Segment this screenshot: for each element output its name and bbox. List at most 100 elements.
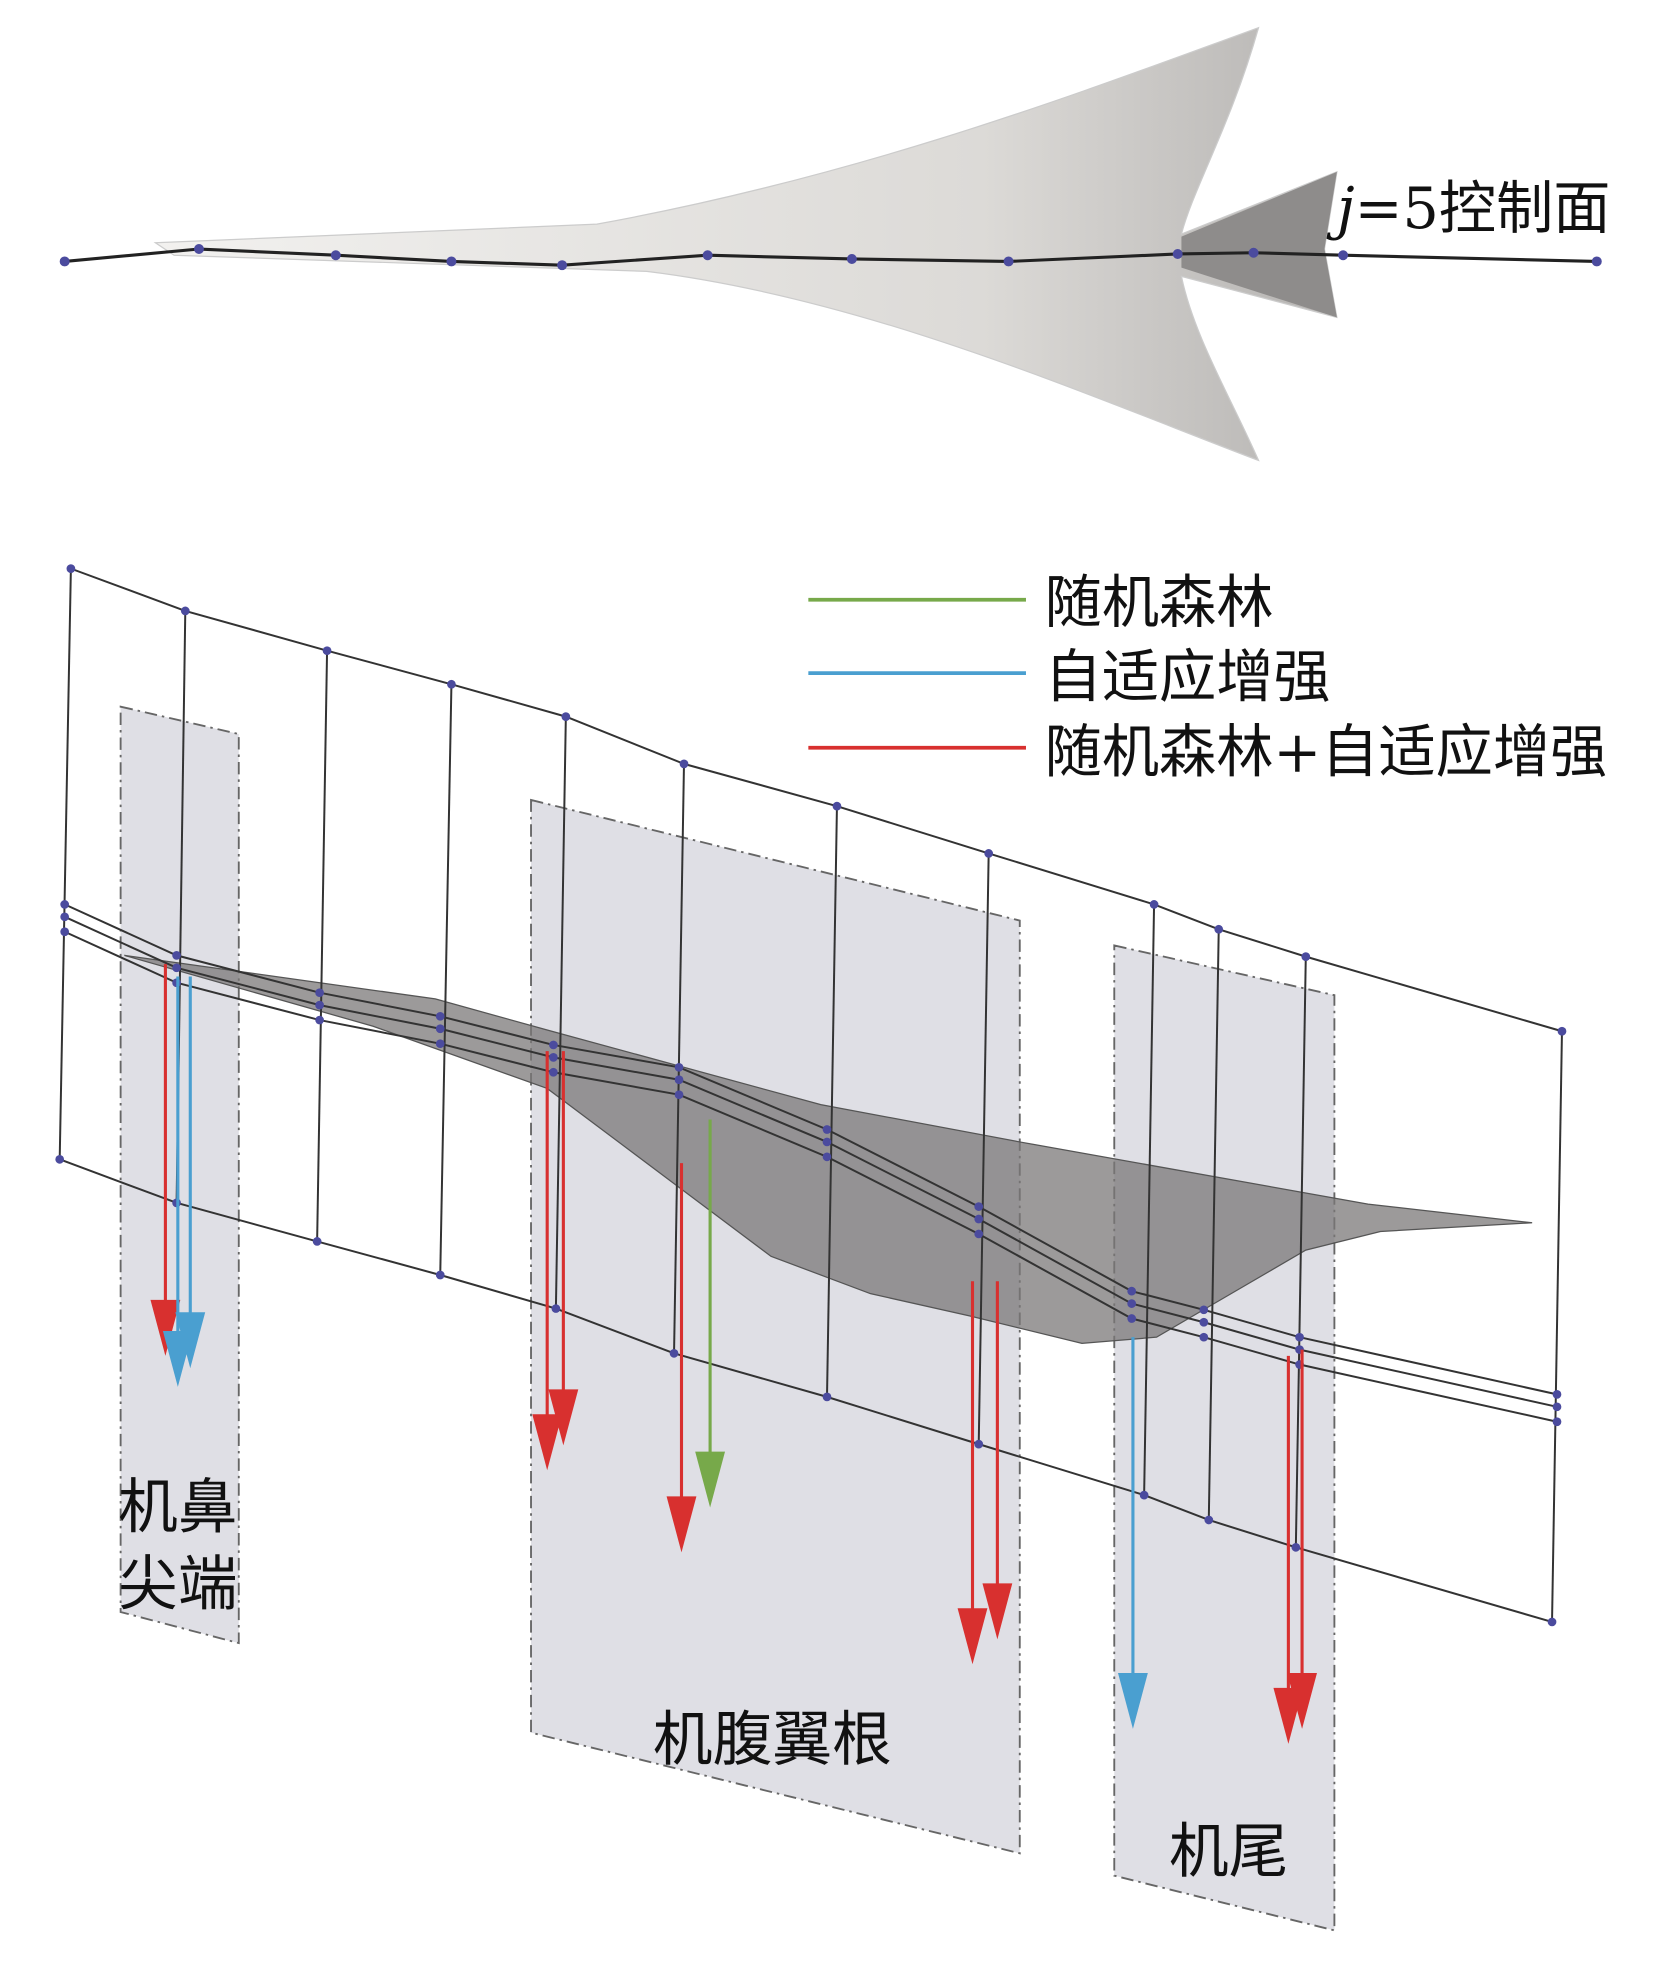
control-point [1552,1390,1562,1399]
control-point [315,1015,324,1025]
control-point [1127,1299,1137,1308]
control-point [1248,247,1259,258]
prediction-arrow-head [150,1299,181,1356]
control-point [330,250,341,261]
lattice-vertical [58,568,72,1160]
lattice-line [64,903,1558,1396]
legend: 随机森林 自适应增强 随机森林+自适应增强 [808,570,1607,785]
control-point [846,253,857,264]
control-point [315,988,324,998]
control-point [549,1040,558,1050]
control-point [1338,250,1349,261]
control-point [669,1348,679,1358]
control-surface-label: j=5控制面 [1326,176,1611,242]
lattice-line [64,915,1558,1408]
control-point [435,1024,445,1034]
control-point [974,1439,984,1449]
legend-label-random-forest: 随机森林 [1045,570,1274,636]
control-point [194,244,204,254]
control-point [1127,1314,1137,1323]
aircraft-planform [153,26,1338,462]
control-point [446,256,457,267]
control-point [60,900,70,909]
control-point [312,1237,322,1246]
control-point [549,1053,558,1062]
lattice-vertical [554,716,567,1309]
control-point [984,849,994,858]
prediction-arrow-head [957,1608,988,1665]
control-point [322,646,332,656]
control-point [561,712,571,721]
control-point [1149,900,1159,909]
prediction-arrow-head [1287,1672,1317,1729]
control-point [974,1214,984,1224]
prediction-arrows [150,964,1317,1744]
control-point [172,963,181,973]
control-point [447,679,456,689]
control-point [974,1229,984,1239]
control-point [435,1011,445,1021]
control-point [702,250,713,261]
control-line [64,247,1597,267]
control-point [549,1067,558,1077]
control-point [1003,256,1014,267]
control-point [1127,1286,1137,1296]
control-point [55,1154,65,1164]
prediction-arrow-head [1118,1672,1148,1729]
control-point [1139,1490,1149,1500]
control-point [832,801,842,811]
control-point [1204,1515,1214,1525]
control-point [974,1202,984,1211]
prediction-arrow-head [666,1496,697,1553]
control-point [60,912,70,922]
control-point [1547,1617,1557,1627]
top-view-aircraft: j=5控制面 [59,26,1611,462]
lattice-vertical [673,763,685,1354]
control-point [60,927,70,937]
label-nose-1: 机鼻 [118,1473,237,1542]
label-belly-wing-root: 机腹翼根 [653,1706,892,1775]
legend-label-combined: 随机森林+自适应增强 [1045,719,1608,785]
control-point [822,1392,832,1402]
control-point [1199,1317,1209,1327]
control-point [315,1000,324,1010]
control-point [1557,1026,1567,1036]
prediction-arrow-head [982,1583,1013,1640]
lattice-line [70,567,1563,1033]
control-point [1291,1542,1301,1552]
lattice-vertical [439,684,453,1276]
prediction-arrow-head [548,1389,579,1446]
control-point [59,256,70,267]
prediction-arrow-head [532,1414,563,1471]
tail-fin [1181,171,1337,318]
label-tail: 机尾 [1169,1818,1288,1887]
panel-nose [119,705,240,1645]
control-point [679,759,689,769]
control-point [557,260,568,271]
control-point [1172,249,1183,259]
lattice-vertical [977,853,990,1445]
control-point [180,606,190,616]
lattice-vertical [1143,904,1156,1496]
control-point [1295,1332,1304,1342]
control-lattice [55,564,1567,1627]
control-point [674,1075,684,1085]
control-point [172,951,181,960]
lattice-vertical [1551,1031,1563,1622]
lattice-vertical [826,806,838,1397]
control-point [435,1039,445,1049]
control-point [822,1152,832,1162]
label-nose-2: 尖端 [118,1551,237,1620]
lattice-line [64,930,1558,1423]
control-point [822,1137,832,1147]
prediction-arrow-head [695,1451,726,1508]
control-point [66,564,76,573]
control-point [435,1270,445,1280]
control-point [551,1304,561,1313]
lattice-vertical [316,650,329,1242]
legend-label-adaboost: 自适应增强 [1045,645,1331,711]
control-point [1552,1417,1562,1427]
control-point [674,1090,684,1100]
control-surface-label-rest: =5控制面 [1355,176,1611,242]
